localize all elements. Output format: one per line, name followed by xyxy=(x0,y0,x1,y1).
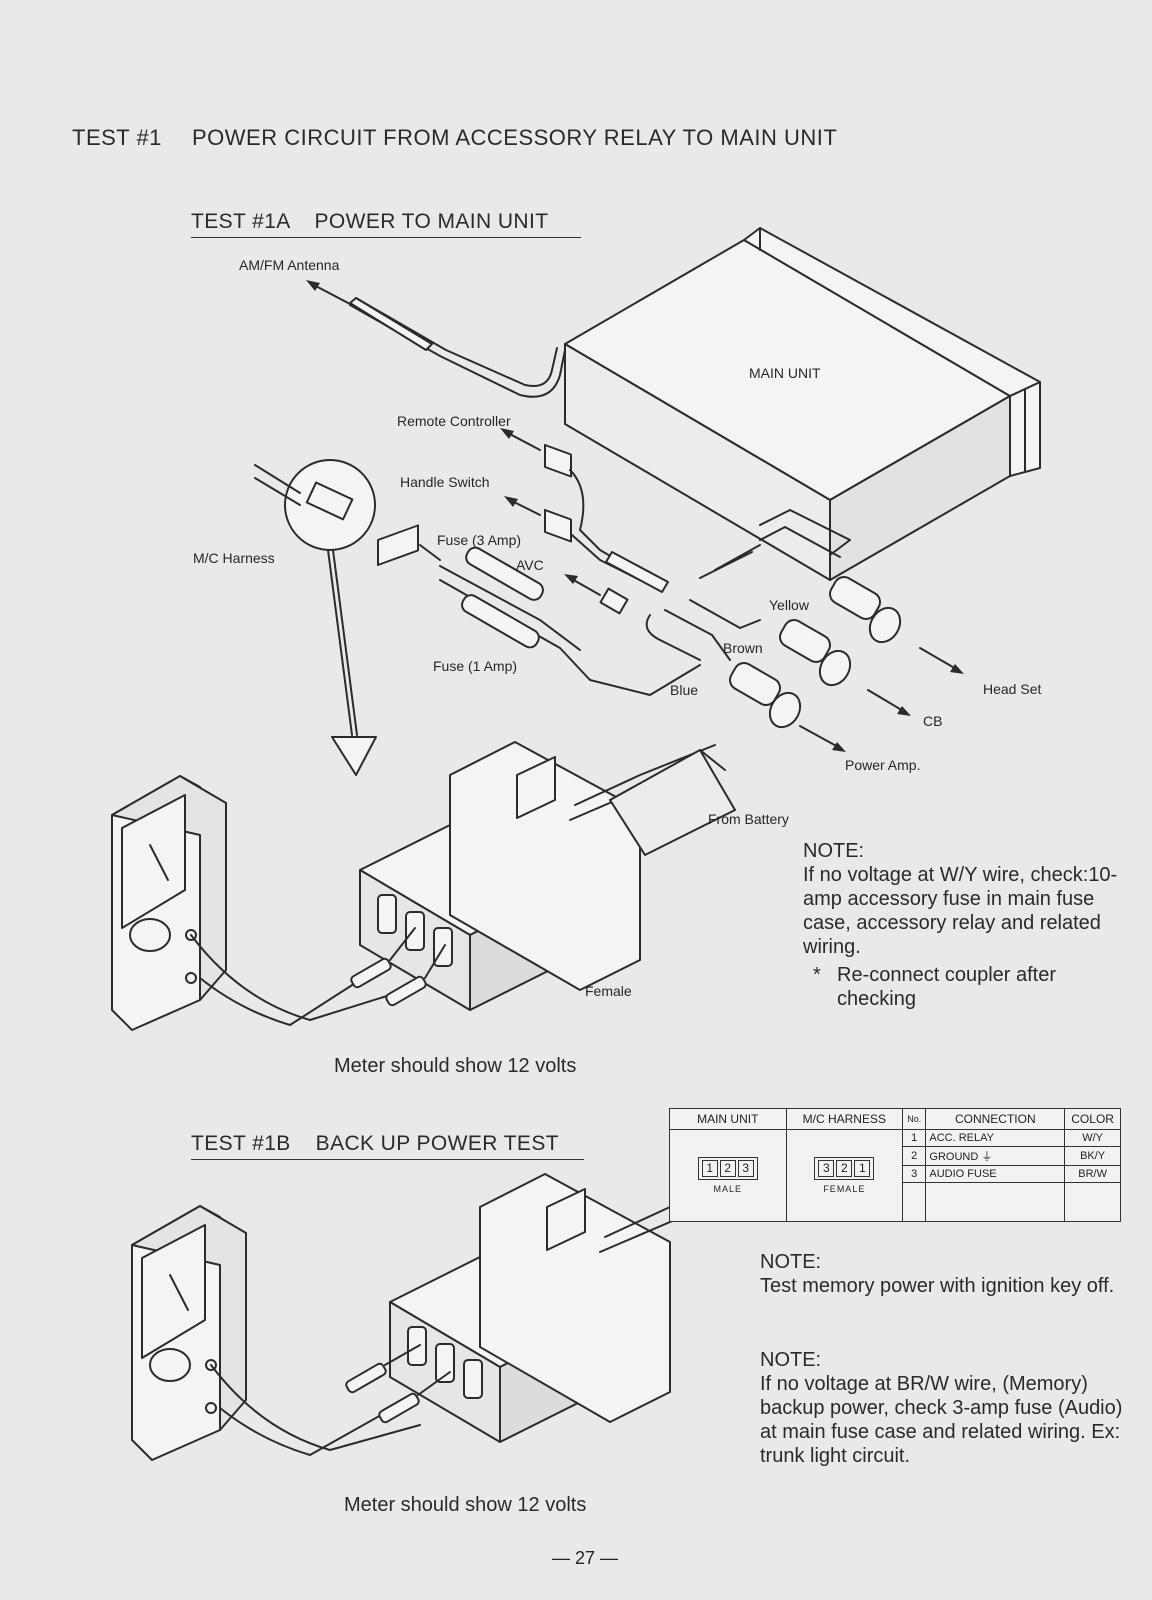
label-handle-switch: Handle Switch xyxy=(400,474,490,490)
cell-no: 1 xyxy=(902,1129,927,1147)
female-pin: 2 xyxy=(836,1160,853,1177)
male-connector: 1 2 3 xyxy=(697,1157,758,1180)
remote-handle-connectors xyxy=(500,428,669,593)
table-row-empty xyxy=(670,1182,1121,1222)
cell-no: 2 xyxy=(902,1146,927,1166)
note-1b-first: NOTE: Test memory power with ignition ke… xyxy=(760,1250,1130,1298)
female-pin: 1 xyxy=(854,1160,871,1177)
cell-connection: ACC. RELAY xyxy=(925,1129,1066,1147)
multimeter-1b xyxy=(131,1205,247,1461)
th-main-unit: MAIN UNIT xyxy=(669,1108,787,1130)
label-female: Female xyxy=(585,983,632,999)
label-yellow: Yellow xyxy=(769,597,809,613)
th-mc-harness: M/C HARNESS xyxy=(785,1108,904,1130)
female-label: FEMALE xyxy=(823,1184,866,1194)
note-1a-heading: NOTE: xyxy=(803,840,865,862)
label-mc-harness: M/C Harness xyxy=(193,550,275,566)
note-1a-star-item: * Re-connect coupler after checking xyxy=(803,963,1133,1011)
table-header-row: MAIN UNIT M/C HARNESS No. CONNECTION COL… xyxy=(669,1108,1121,1130)
th-color: COLOR xyxy=(1064,1108,1121,1130)
note-1a-star: * xyxy=(813,964,821,986)
main-unit-illustration xyxy=(564,227,1041,581)
probes-1a xyxy=(190,927,446,1026)
note-1a-body: If no voltage at W/Y wire, check:10-amp … xyxy=(803,864,1118,958)
test1a-heading: TEST #1A POWER TO MAIN UNIT xyxy=(191,210,581,238)
multimeter-1a xyxy=(111,775,227,1031)
label-fuse-3amp: Fuse (3 Amp) xyxy=(437,532,522,548)
harness-magnifier xyxy=(254,459,377,776)
cell-color: W/Y xyxy=(1064,1129,1121,1147)
note-1b-second: NOTE: If no voltage at BR/W wire, (Memor… xyxy=(760,1348,1130,1468)
antenna-cable xyxy=(306,280,566,398)
cell-no: 3 xyxy=(902,1165,927,1183)
connection-table: MAIN UNIT M/C HARNESS No. CONNECTION COL… xyxy=(669,1108,1121,1222)
male-pin: 2 xyxy=(719,1160,736,1177)
female-connector: 3 2 1 xyxy=(814,1157,875,1180)
table-row: 2 GROUND ⏚ BK/Y xyxy=(670,1146,1121,1166)
test1b-heading: TEST #1B BACK UP POWER TEST xyxy=(191,1132,584,1160)
label-from-battery: From Battery xyxy=(708,811,789,827)
test1b-heading-num: TEST #1B xyxy=(191,1132,291,1155)
test1a-heading-num: TEST #1A xyxy=(191,210,290,233)
cell-color: BK/Y xyxy=(1064,1146,1121,1166)
male-label: MALE xyxy=(713,1184,743,1194)
label-fuse-1amp: Fuse (1 Amp) xyxy=(433,658,518,674)
test1b-heading-title: BACK UP POWER TEST xyxy=(315,1132,559,1155)
probes-1b xyxy=(210,1344,451,1456)
label-main-unit: MAIN UNIT xyxy=(749,365,821,381)
caption-1b: Meter should show 12 volts xyxy=(344,1494,587,1516)
cell-color: BR/W xyxy=(1064,1165,1121,1183)
page-title: POWER CIRCUIT FROM ACCESSORY RELAY TO MA… xyxy=(192,125,838,150)
note-1a-star-text: Re-connect coupler after checking xyxy=(837,964,1057,1010)
label-cb: CB xyxy=(923,713,943,729)
cell-connection: AUDIO FUSE xyxy=(925,1165,1066,1183)
male-pin: 1 xyxy=(701,1160,718,1177)
label-remote-controller: Remote Controller xyxy=(397,413,511,429)
test1a-heading-title: POWER TO MAIN UNIT xyxy=(314,210,549,233)
note-1b-first-heading: NOTE: xyxy=(760,1251,822,1273)
label-avc: AVC xyxy=(516,557,544,573)
cell-empty xyxy=(925,1182,1066,1222)
female-pin: 3 xyxy=(818,1160,835,1177)
male-connector-cell: 1 2 3 MALE xyxy=(669,1129,787,1222)
female-connector-cell: 3 2 1 FEMALE xyxy=(785,1129,904,1222)
th-no: No. xyxy=(902,1108,927,1130)
coupler-1a xyxy=(359,741,736,1011)
label-head-set: Head Set xyxy=(983,681,1042,697)
fuse-holders xyxy=(377,524,701,696)
cell-empty xyxy=(902,1182,927,1222)
note-1b-second-heading: NOTE: xyxy=(760,1349,822,1371)
note-1a: NOTE: If no voltage at W/Y wire, check:1… xyxy=(803,839,1133,1011)
label-blue: Blue xyxy=(670,682,699,698)
output-harness xyxy=(645,509,964,752)
caption-1a: Meter should show 12 volts xyxy=(334,1055,577,1077)
th-connection: CONNECTION xyxy=(925,1108,1066,1130)
male-pin: 3 xyxy=(737,1160,754,1177)
test-number: TEST #1 xyxy=(72,125,162,150)
cell-connection: GROUND ⏚ xyxy=(925,1146,1066,1166)
label-power-amp: Power Amp. xyxy=(845,757,921,773)
label-antenna: AM/FM Antenna xyxy=(239,257,340,273)
note-1b-first-body: Test memory power with ignition key off. xyxy=(760,1275,1115,1297)
coupler-1b xyxy=(389,1173,731,1443)
table-row: 1 2 3 MALE 3 2 1 FEMALE 1 ACC. RELAY W/Y xyxy=(669,1129,1121,1222)
cell-empty xyxy=(1064,1182,1121,1222)
note-1b-second-body: If no voltage at BR/W wire, (Memory) bac… xyxy=(760,1373,1123,1467)
label-brown: Brown xyxy=(723,640,763,656)
page-number: — 27 — xyxy=(552,1548,619,1568)
table-row: 3 AUDIO FUSE BR/W xyxy=(670,1165,1121,1183)
